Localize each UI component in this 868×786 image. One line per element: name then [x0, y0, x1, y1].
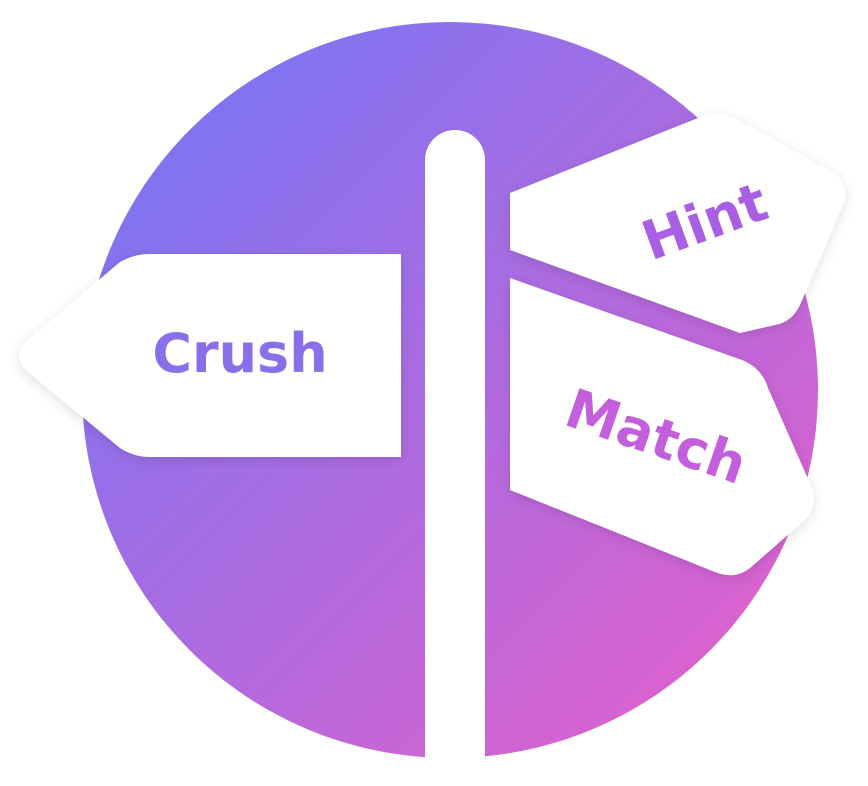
sign-hint [510, 114, 846, 333]
sign-crush [19, 254, 401, 457]
sign-hint-board [510, 114, 846, 333]
sign-crush-label: Crush [152, 322, 327, 385]
sign-match-board [510, 278, 814, 576]
sign-match [510, 278, 814, 576]
signpost-pole-base [425, 400, 485, 760]
sign-crush-board [19, 254, 401, 457]
